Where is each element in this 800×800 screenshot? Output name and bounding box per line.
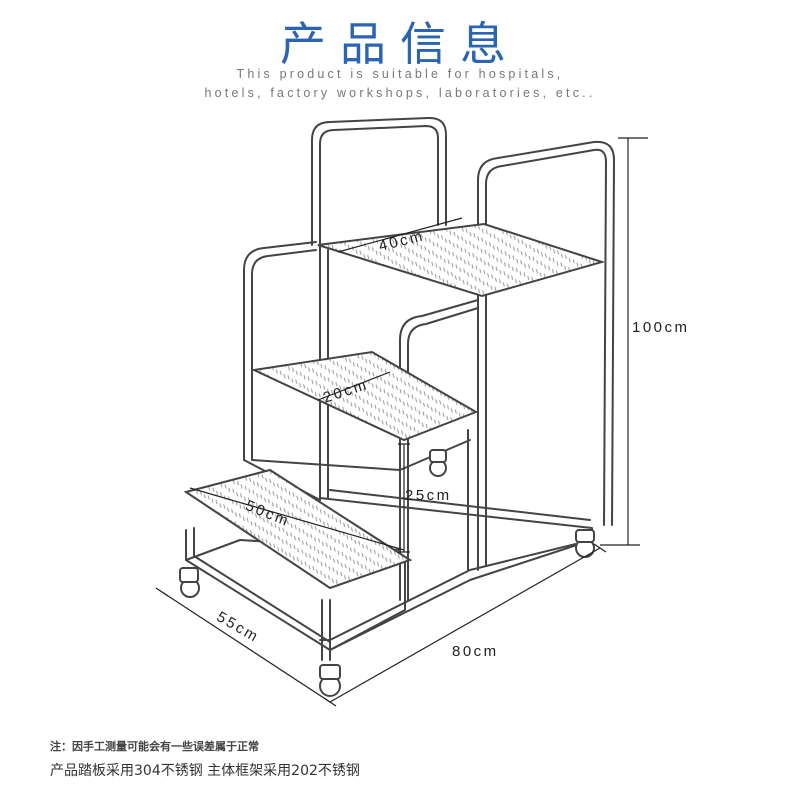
dimension-lines	[155, 137, 648, 707]
bottom-step-plate	[183, 468, 413, 590]
subtitle-line-2: hotels, factory workshops, laboratories,…	[204, 86, 596, 100]
top-step-plate	[317, 222, 606, 298]
ladder-frame	[185, 116, 615, 661]
measurement-note: 注：因手工测量可能会有一些误差属于正常	[50, 740, 259, 753]
page-title: 产品信息	[280, 17, 520, 71]
material-spec: 产品踏板采用304不锈钢 主体框架采用202不锈钢	[50, 763, 360, 779]
middle-step-plate	[250, 350, 479, 442]
subtitle-line-1: This product is suitable for hospitals,	[236, 67, 564, 81]
width-dimension: 80cm	[452, 643, 499, 660]
depth-dimension: 55cm	[214, 608, 263, 646]
casters	[179, 449, 595, 697]
step-rise-dimension: 25cm	[405, 487, 452, 504]
height-dimension: 100cm	[632, 319, 690, 336]
